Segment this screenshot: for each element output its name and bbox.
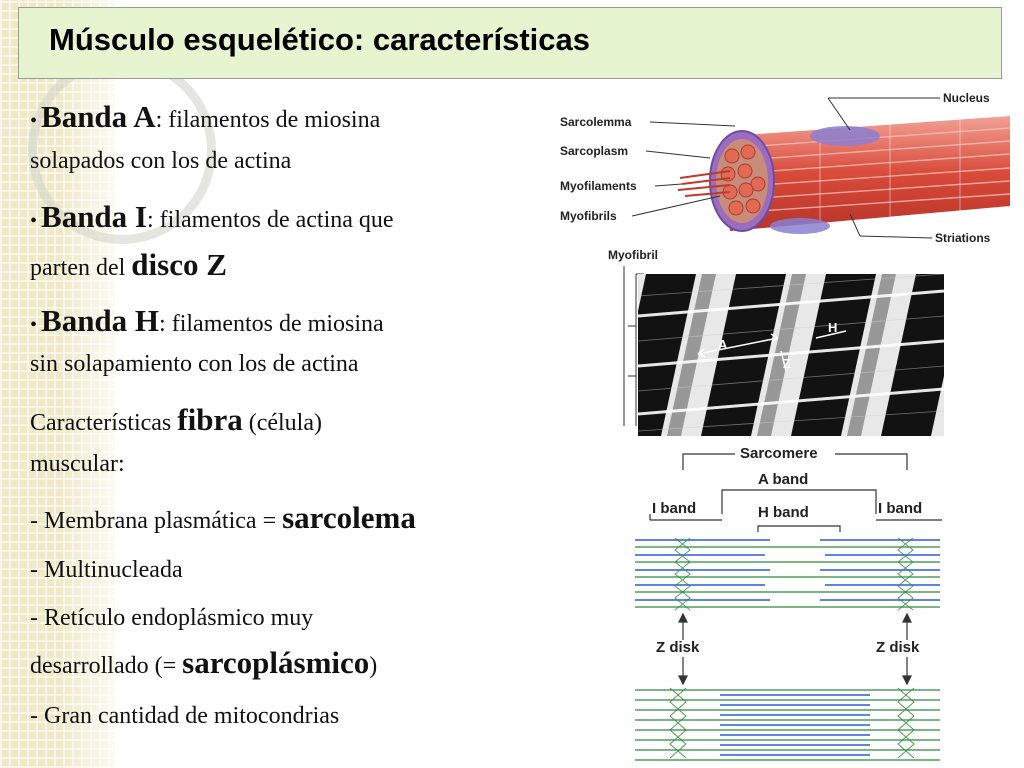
features-intro-line1: Características fibra (célula) [30, 402, 322, 438]
bullet-banda-h-line1: •Banda H: filamentos de miosina [30, 303, 384, 340]
term-sarcoplasmico: sarcoplásmico [182, 645, 370, 680]
slide-title: Músculo esquelético: características [49, 22, 591, 57]
term-banda-h: Banda H [41, 303, 160, 338]
label-z-disk-left: Z disk [656, 639, 700, 656]
bullet-banda-a-line2: solapados con los de actina [30, 148, 292, 174]
label-z-disk-right: Z disk [876, 639, 920, 656]
micrograph-image: A H Z [638, 274, 944, 436]
label-sarcolemma: Sarcolemma [560, 115, 632, 129]
features-intro-text: Características [30, 410, 178, 436]
label-i-band-left: I band [652, 500, 696, 517]
muscle-fiber-figure: Nucleus Sarcolemma Sarcoplasm Myofilamen… [560, 91, 1010, 245]
bullet-dot: • [30, 314, 38, 336]
z-disk-arrows [678, 612, 912, 686]
features-intro-post: (célula) [242, 410, 322, 436]
banda-i-desc: : filamentos de actina que [147, 207, 394, 233]
banda-a-desc: : filamentos de miosina [155, 107, 381, 133]
reticulum-post: ) [369, 653, 378, 679]
mark-z: Z [783, 356, 791, 371]
label-myofilaments: Myofilaments [560, 179, 637, 193]
muscle-fiber-body [730, 116, 1010, 231]
myofilaments [677, 170, 731, 197]
banda-i-desc-2: parten del [30, 255, 132, 281]
label-nucleus: Nucleus [943, 91, 990, 105]
label-myofibril: Myofibril [608, 248, 658, 262]
term-fibra: fibra [177, 402, 243, 437]
label-h-band: H band [758, 504, 809, 521]
band-brackets [649, 453, 942, 532]
label-a-band: A band [758, 471, 808, 488]
nucleus-shape [810, 126, 880, 146]
label-i-band-right: I band [878, 500, 922, 517]
feature-membrane: - Membrana plasmática = sarcolema [30, 500, 416, 536]
label-sarcoplasm: Sarcoplasm [560, 144, 628, 158]
feature-mitochondria: - Gran cantidad de mitocondrias [30, 703, 340, 729]
bullet-dot: • [30, 210, 38, 232]
nucleus-shape [770, 218, 830, 234]
feature-multinucleated: - Multinucleada [30, 557, 183, 583]
myofibril-micrograph: Myofibril A H Z [608, 248, 944, 436]
feature-reticulum-line1: - Retículo endoplásmico muy [30, 605, 314, 631]
banda-h-desc: : filamentos de miosina [159, 311, 384, 337]
term-disco-z: disco Z [131, 247, 227, 282]
label-myofibrils: Myofibrils [560, 209, 617, 223]
term-sarcolema: sarcolema [282, 500, 416, 535]
label-sarcomere: Sarcomere [740, 445, 818, 462]
label-striations: Striations [935, 231, 991, 245]
bullet-banda-a-line1: •Banda A: filamentos de miosina [30, 99, 381, 136]
membrane-text: - Membrana plasmática = [30, 508, 283, 534]
myosin-filaments-upper [635, 546, 940, 608]
bullet-dot: • [30, 110, 38, 132]
bullet-banda-i-line2: parten del disco Z [30, 247, 227, 283]
title-banner: Músculo esquelético: características [18, 7, 1002, 79]
term-banda-i: Banda I [41, 199, 147, 234]
bullet-banda-i-line1: •Banda I: filamentos de actina que [30, 199, 394, 236]
bullet-banda-h-line2: sin solapamiento con los de actina [30, 351, 359, 377]
mark-h: H [828, 320, 837, 335]
actin-filaments-lower [720, 694, 870, 756]
features-intro-line2: muscular: [30, 451, 125, 477]
mark-a: A [718, 337, 728, 352]
actin-filaments-upper [635, 539, 940, 601]
feature-reticulum-line2: desarrollado (= sarcoplásmico) [30, 645, 378, 681]
reticulum-text: desarrollado (= [30, 653, 183, 679]
term-banda-a: Banda A [41, 99, 156, 134]
sarcomere-diagram: Sarcomere A band I band H band I band Z … [635, 445, 942, 761]
